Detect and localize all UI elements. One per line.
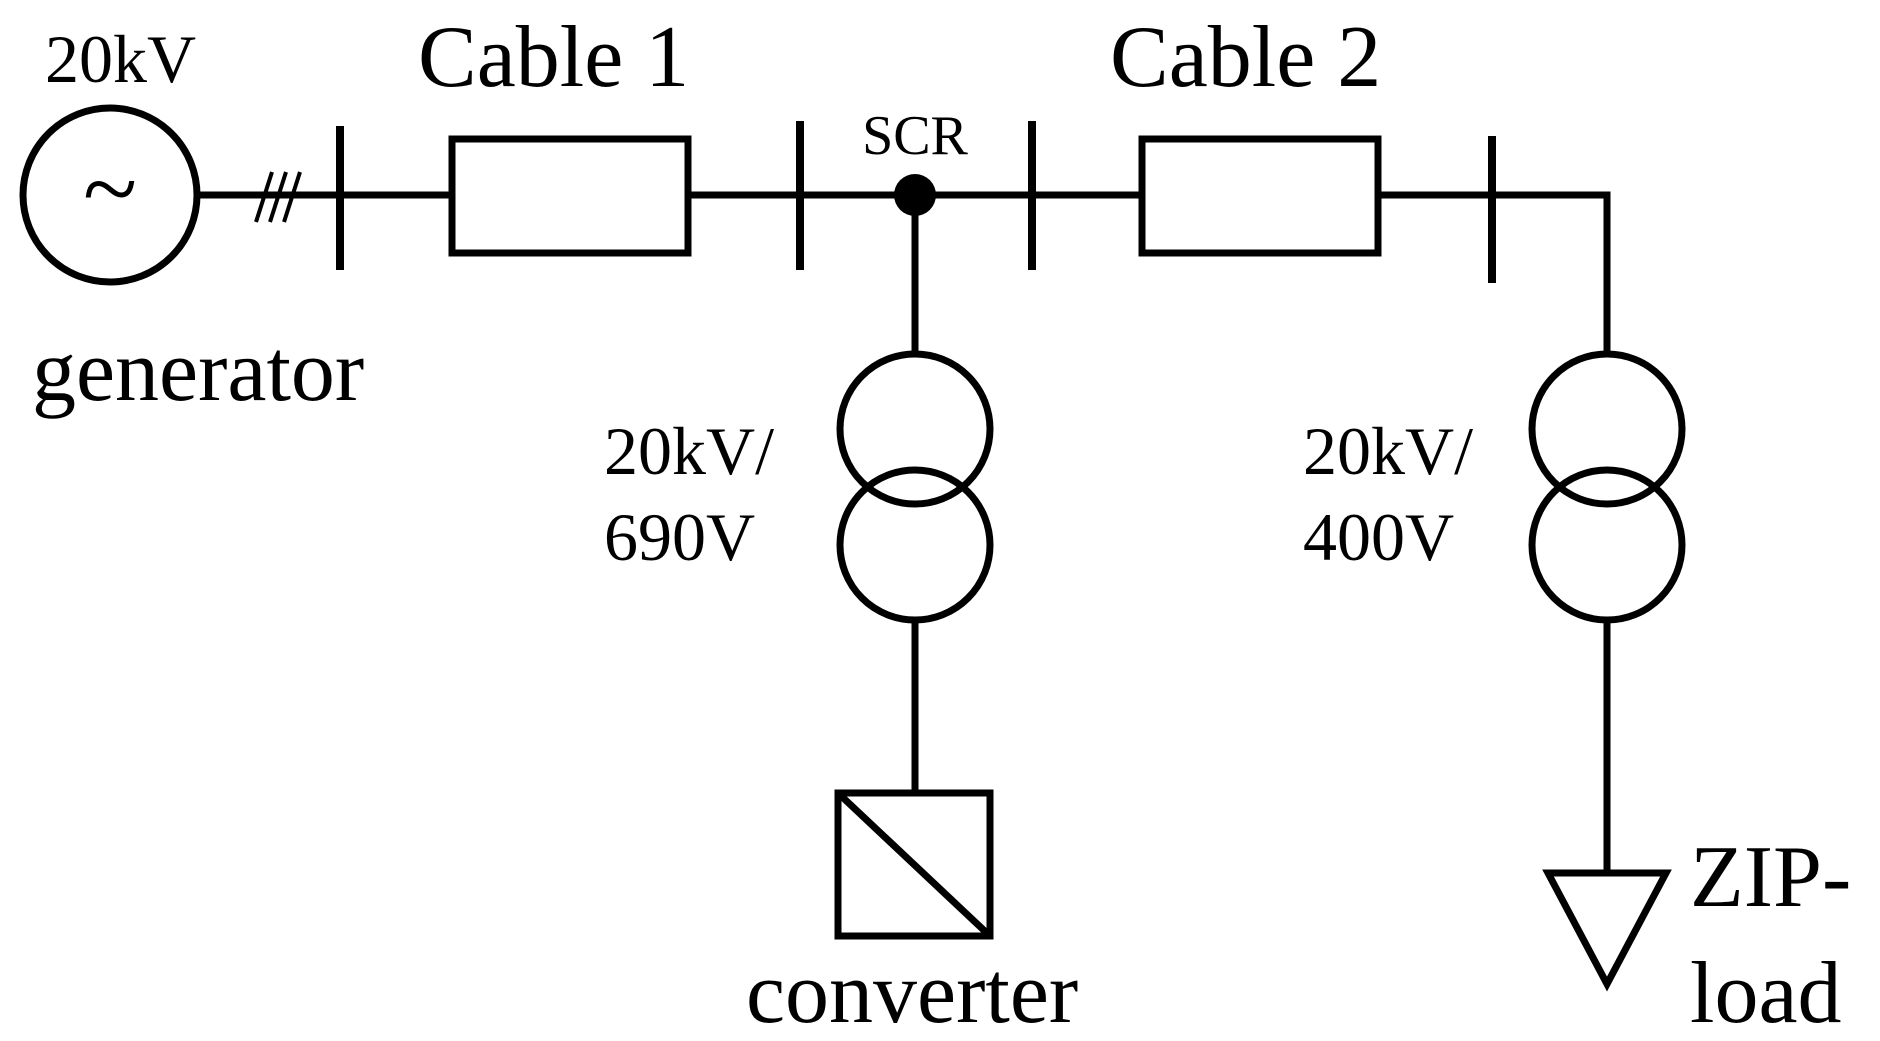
zip-load-label-line1: ZIP- — [1690, 829, 1851, 926]
cable-1-label: Cable 1 — [418, 9, 689, 106]
scr-label: SCR — [862, 105, 968, 167]
transformer-converter-symbol — [836, 350, 994, 624]
generator: ~ — [19, 104, 201, 286]
zip-load-label-line2: load — [1690, 945, 1842, 1041]
cable-2-label: Cable 2 — [1110, 9, 1381, 106]
converter-symbol — [834, 789, 994, 940]
generator-label: generator — [32, 323, 364, 420]
generator-tilde-icon: ~ — [83, 133, 137, 244]
transformer-load-rating-line2: 400V — [1303, 499, 1454, 575]
cable-1-impedance — [448, 135, 692, 257]
generator-voltage-label: 20kV — [45, 21, 196, 97]
transformer-load-rating-line1: 20kV/ — [1303, 413, 1473, 489]
cable-2-impedance — [1138, 135, 1382, 257]
transformer-converter-rating-line1: 20kV/ — [604, 413, 774, 489]
zip-load-triangle-icon — [1542, 869, 1672, 992]
converter-label: converter — [746, 945, 1078, 1041]
wire-bus4-transformer-load — [1492, 191, 1611, 352]
transformer-converter-rating-line2: 690V — [604, 499, 755, 575]
transformer-load-symbol — [1528, 350, 1686, 624]
